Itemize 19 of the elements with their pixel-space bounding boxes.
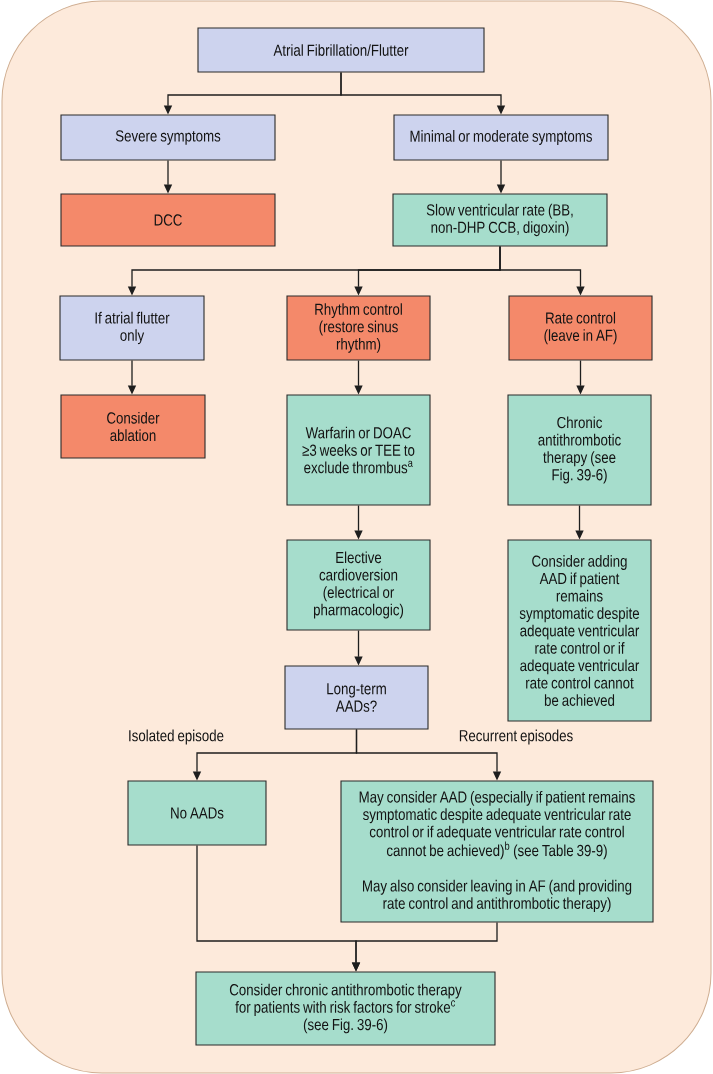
process-box: Long-term AADs? (284, 665, 429, 730)
process-box: Chronic antithrombotic therapy (see Fig. 39-6) (507, 394, 652, 506)
process-box: No AADs (127, 780, 267, 846)
process-box: Warfarin or DOAC ≥3 weeks or TEE to exclude thrombus$^{a}$ (286, 394, 431, 506)
edge-label: Isolated episode (129, 729, 224, 745)
process-box: Rhythm control (restore sinus rhythm) (286, 295, 431, 361)
process-box: Consider ablation (60, 394, 206, 459)
process-box: Minimal or moderate symptoms (393, 114, 609, 161)
process-box: Rate control (leave in AF) (508, 295, 653, 361)
edge-label: Recurrent episodes (459, 729, 573, 745)
process-box: If atrial flutter only (59, 295, 205, 361)
process-box: Elective cardioversion (electrical or pharmacologic) (286, 539, 431, 631)
process-box: May consider AAD (especially if patient remains symptomatic despite adequate ventricular rate control or if adequate ventricular rate control cannot be achieved)$^{b}$ (see Table 39-9) May also consider leaving in AF (and providing rate control and antithrombotic therapy) (340, 780, 654, 923)
process-box: Severe symptoms (60, 114, 276, 161)
process-box: Consider chronic antithrombotic therapy for patients with risk factors for stroke$^{c}$ (see Fig. 39-6) (195, 971, 496, 1046)
process-box: Consider adding AAD if patient remains symptomatic despite adequate ventricular rate control or if adequate ventricular rate control cannot be achieved (507, 539, 652, 722)
process-box: DCC (60, 193, 276, 247)
process-box: Atrial Fibrillation/Flutter (197, 27, 485, 73)
process-box: Slow ventricular rate (BB, non-DHP CCB, digoxin) (392, 193, 608, 247)
